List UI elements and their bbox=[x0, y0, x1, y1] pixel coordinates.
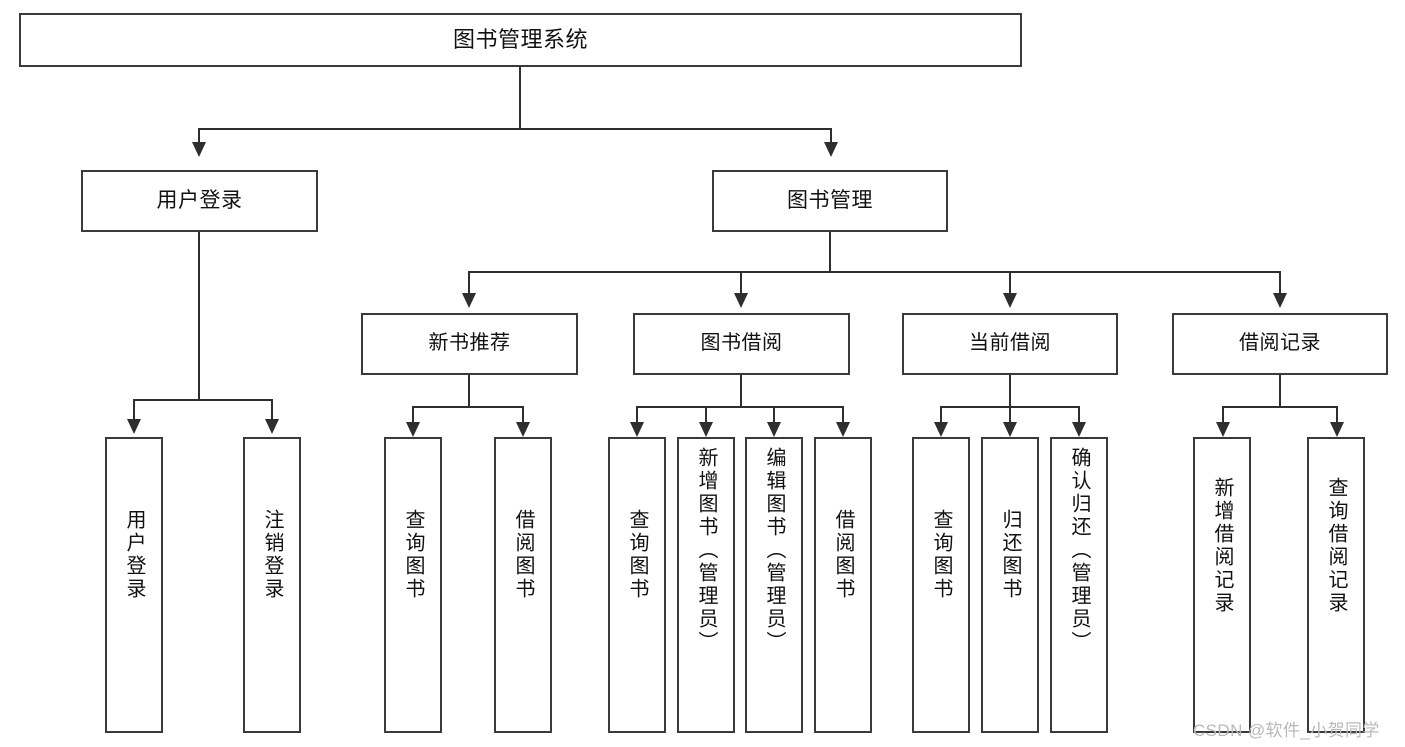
leaf-add-book-admin[interactable]: 新增图书（管理员） bbox=[677, 437, 735, 733]
node-label: 用户登录 bbox=[123, 509, 145, 601]
arrowhead-book-borrow bbox=[734, 293, 748, 308]
node-label: 查询图书 bbox=[626, 509, 648, 601]
connector-cb-leaf-3 bbox=[1078, 406, 1080, 426]
leaf-return-book[interactable]: 归还图书 bbox=[981, 437, 1039, 733]
arrowhead-cb-leaf-2 bbox=[1003, 422, 1017, 437]
node-label: 用户登录 bbox=[156, 188, 243, 212]
connector-book-mgmt-stem bbox=[829, 232, 831, 272]
connector-new-book-bus bbox=[412, 406, 523, 408]
arrowhead-bb-leaf-4 bbox=[836, 422, 850, 437]
node-borrow-record[interactable]: 借阅记录 bbox=[1172, 313, 1388, 375]
leaf-logout[interactable]: 注销登录 bbox=[243, 437, 301, 733]
connector-level3-bus bbox=[468, 271, 1280, 273]
node-label: 图书管理系统 bbox=[452, 27, 588, 53]
leaf-add-borrow-record[interactable]: 新增借阅记录 bbox=[1193, 437, 1251, 733]
leaf-query-borrow-record[interactable]: 查询借阅记录 bbox=[1307, 437, 1365, 733]
node-label: 新书推荐 bbox=[428, 332, 511, 355]
arrowhead-cb-leaf-3 bbox=[1072, 422, 1086, 437]
node-label: 查询借阅记录 bbox=[1325, 477, 1347, 615]
node-label: 借阅图书 bbox=[832, 509, 854, 601]
connector-cb-leaf-2 bbox=[1009, 406, 1011, 426]
connector-book-borrow-bus bbox=[636, 406, 844, 408]
node-current-borrow[interactable]: 当前借阅 bbox=[902, 313, 1118, 375]
leaf-edit-book-admin[interactable]: 编辑图书（管理员） bbox=[745, 437, 803, 733]
node-label: 当前借阅 bbox=[969, 332, 1051, 355]
connector-to-borrow-record bbox=[1279, 271, 1281, 297]
arrowhead-nb-leaf-1 bbox=[406, 422, 420, 437]
node-label: 图书借阅 bbox=[700, 332, 783, 355]
leaf-query-book-nb[interactable]: 查询图书 bbox=[384, 437, 442, 733]
node-book-management[interactable]: 图书管理 bbox=[712, 170, 948, 232]
arrowhead-cb-leaf-1 bbox=[934, 422, 948, 437]
arrowhead-bb-leaf-1 bbox=[630, 422, 644, 437]
connector-borrow-record-stem bbox=[1279, 375, 1281, 407]
node-user-login[interactable]: 用户登录 bbox=[81, 170, 318, 232]
connector-book-borrow-stem bbox=[740, 375, 742, 407]
node-root-system[interactable]: 图书管理系统 bbox=[19, 13, 1022, 67]
node-label: 查询图书 bbox=[402, 509, 424, 601]
node-label: 查询图书 bbox=[930, 509, 952, 601]
node-label: 注销登录 bbox=[261, 509, 283, 601]
connector-to-book-borrow bbox=[740, 271, 742, 297]
connector-borrow-record-bus bbox=[1222, 406, 1337, 408]
connector-nb-leaf-1 bbox=[412, 406, 414, 426]
connector-to-leaf-logout bbox=[271, 399, 273, 423]
leaf-user-login[interactable]: 用户登录 bbox=[105, 437, 163, 733]
connector-root-bus bbox=[198, 128, 832, 130]
leaf-borrow-book-nb[interactable]: 借阅图书 bbox=[494, 437, 552, 733]
leaf-query-book-bb[interactable]: 查询图书 bbox=[608, 437, 666, 733]
connector-br-leaf-1 bbox=[1222, 406, 1224, 426]
node-label: 图书管理 bbox=[787, 188, 873, 212]
connector-root-to-user-login bbox=[198, 128, 200, 146]
connector-nb-leaf-2 bbox=[522, 406, 524, 426]
node-label: 借阅记录 bbox=[1239, 332, 1321, 355]
arrowhead-borrow-record bbox=[1273, 293, 1287, 308]
leaf-confirm-return-admin[interactable]: 确认归还（管理员） bbox=[1050, 437, 1108, 733]
node-label: 借阅图书 bbox=[512, 509, 534, 601]
arrowhead-nb-leaf-2 bbox=[516, 422, 530, 437]
arrowhead-book-mgmt bbox=[824, 142, 838, 157]
arrowhead-br-leaf-2 bbox=[1330, 422, 1344, 437]
node-label: 新增借阅记录 bbox=[1211, 477, 1233, 615]
watermark-text: CSDN @软件_小贺同学 bbox=[1193, 721, 1380, 740]
connector-new-book-stem bbox=[468, 375, 470, 407]
connector-cb-leaf-1 bbox=[940, 406, 942, 426]
connector-current-borrow-stem bbox=[1009, 375, 1011, 407]
node-label: 新增图书（管理员） bbox=[695, 447, 717, 654]
connector-root-to-book-mgmt bbox=[830, 128, 832, 146]
connector-bb-leaf-1 bbox=[636, 406, 638, 426]
connector-bb-leaf-4 bbox=[842, 406, 844, 426]
leaf-borrow-book-bb[interactable]: 借阅图书 bbox=[814, 437, 872, 733]
connector-user-login-stem bbox=[198, 232, 200, 400]
arrowhead-current-borrow bbox=[1003, 293, 1017, 308]
node-new-book-recommend[interactable]: 新书推荐 bbox=[361, 313, 578, 375]
connector-user-login-bus bbox=[133, 399, 272, 401]
arrowhead-leaf-logout bbox=[265, 419, 279, 434]
connector-bb-leaf-2 bbox=[705, 406, 707, 426]
arrowhead-new-book bbox=[462, 293, 476, 308]
arrowhead-user-login bbox=[192, 142, 206, 157]
connector-to-new-book bbox=[468, 271, 470, 297]
arrowhead-br-leaf-1 bbox=[1216, 422, 1230, 437]
arrowhead-bb-leaf-2 bbox=[699, 422, 713, 437]
connector-br-leaf-2 bbox=[1336, 406, 1338, 426]
node-label: 编辑图书（管理员） bbox=[763, 447, 785, 654]
arrowhead-bb-leaf-3 bbox=[767, 422, 781, 437]
node-label: 确认归还（管理员） bbox=[1068, 447, 1090, 654]
connector-root-stem bbox=[519, 67, 521, 129]
leaf-query-book-cb[interactable]: 查询图书 bbox=[912, 437, 970, 733]
connector-to-leaf-user-login bbox=[133, 399, 135, 423]
connector-to-current-borrow bbox=[1009, 271, 1011, 297]
node-book-borrow[interactable]: 图书借阅 bbox=[633, 313, 850, 375]
connector-bb-leaf-3 bbox=[773, 406, 775, 426]
arrowhead-leaf-user-login bbox=[127, 419, 141, 434]
node-label: 归还图书 bbox=[999, 509, 1021, 601]
